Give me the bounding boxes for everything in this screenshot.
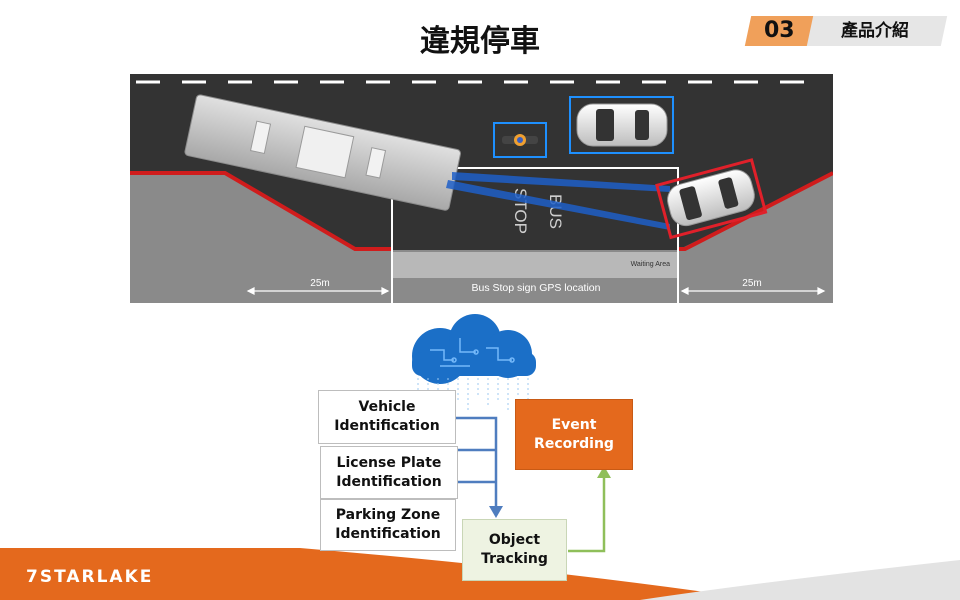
violating-car — [655, 158, 768, 240]
license-plate-line2: Identification — [336, 473, 442, 490]
event-arrowhead — [597, 466, 611, 478]
parking-zone-line2: Identification — [335, 526, 441, 542]
event-recording-line1: Event — [551, 416, 597, 433]
waiting-area — [392, 252, 678, 278]
input-connectors — [456, 416, 498, 508]
page-title: 違規停車 — [420, 24, 540, 59]
detection-beams — [446, 172, 670, 230]
right-distance-label: 25m — [742, 278, 761, 289]
event-connector — [568, 476, 606, 553]
tracking-arrowhead — [489, 506, 503, 518]
vehicle-identification-line2: Identification — [334, 418, 440, 434]
object-tracking-line2: Tracking — [481, 551, 548, 567]
red-curb-line — [130, 171, 833, 251]
footer-orange-bar — [0, 548, 760, 600]
detected-car — [569, 96, 674, 154]
bus — [184, 94, 461, 211]
license-plate-line1: License Plate — [336, 454, 442, 471]
object-tracking-line1: Object — [488, 532, 541, 548]
footer-gray-bar — [640, 560, 960, 600]
motorcycle — [493, 122, 547, 158]
left-distance-label: 25m — [310, 278, 329, 289]
bus-stop-scene: Waiting Area BUS STOP 2 — [130, 74, 833, 303]
vehicle-identification-line1: Vehicle — [358, 399, 416, 415]
brand-logo: 7STARLAKE — [26, 567, 154, 587]
waiting-area-label: Waiting Area — [631, 261, 671, 268]
distance-markers — [246, 287, 826, 295]
parking-zone-line1: Parking Zone — [335, 507, 441, 523]
cloud-icon — [412, 314, 536, 412]
gps-location-label: Bus Stop sign GPS location — [472, 282, 601, 294]
event-recording-line2: Recording — [534, 435, 614, 452]
